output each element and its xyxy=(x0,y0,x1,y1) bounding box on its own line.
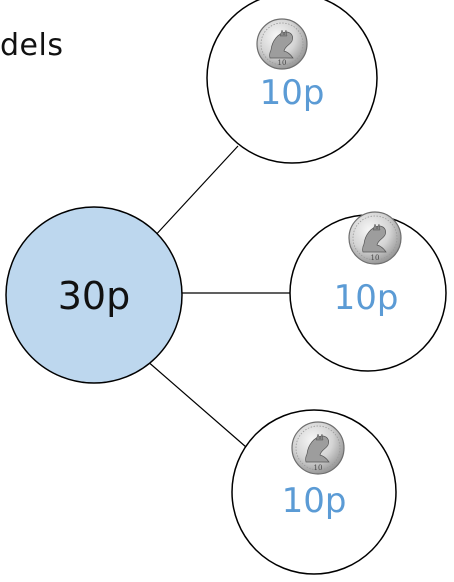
svg-text:10: 10 xyxy=(371,254,380,262)
part-node-top: 10 10p xyxy=(206,0,378,164)
page-title: dels xyxy=(0,28,64,63)
part-node-bottom: 10 10p xyxy=(231,409,397,575)
ten-pence-coin-icon: 10 xyxy=(291,421,345,475)
svg-text:10: 10 xyxy=(314,464,323,472)
whole-label: 30p xyxy=(58,274,130,318)
part-label-top: 10p xyxy=(260,73,325,113)
part-label-middle: 10p xyxy=(334,278,399,318)
svg-text:10: 10 xyxy=(278,59,287,67)
connector-line-top xyxy=(151,145,239,240)
connector-line-bottom xyxy=(145,359,247,448)
whole-node: 30p xyxy=(5,206,183,384)
ten-pence-coin-icon: 10 xyxy=(256,18,308,70)
part-node-middle: 10 10p xyxy=(289,211,447,372)
part-label-bottom: 10p xyxy=(282,481,347,521)
ten-pence-coin-icon: 10 xyxy=(348,211,402,265)
